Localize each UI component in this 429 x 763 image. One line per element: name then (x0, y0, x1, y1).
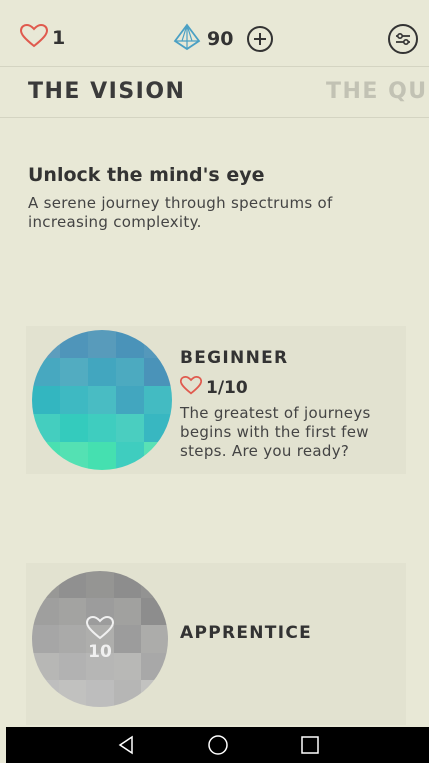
level-score: 1/10 (179, 375, 248, 399)
settings-icon (396, 33, 410, 46)
unlock-cost-value: 10 (88, 642, 112, 662)
orb-cell (113, 679, 141, 707)
gem-icon (173, 23, 201, 55)
home-button[interactable] (202, 729, 234, 761)
orb-cell (59, 571, 87, 599)
orb-cell (88, 330, 116, 358)
orb-cell (60, 330, 88, 358)
gems-counter[interactable]: 90 (173, 23, 274, 55)
orb-cell (88, 414, 116, 442)
top-bar: 1 90 (0, 12, 429, 67)
lives-count: 1 (52, 27, 66, 49)
orb-cell (59, 598, 87, 626)
heart-icon (19, 23, 49, 52)
orb-cell (116, 414, 144, 442)
orb-cell (88, 442, 116, 470)
orb-cell (86, 571, 114, 599)
orb-cell (86, 652, 114, 680)
heart-icon (179, 375, 203, 399)
recents-icon (300, 736, 319, 754)
orb-cell (32, 386, 60, 414)
orb-cell (32, 358, 60, 386)
orb-cell (88, 358, 116, 386)
orb-cell (32, 598, 60, 626)
level-description: The greatest of journeys begins with the… (180, 404, 371, 460)
home-icon (207, 735, 228, 755)
orb-cell (116, 442, 144, 470)
orb-cell (116, 330, 144, 358)
intro-section: Unlock the mind's eye A serene journey t… (28, 164, 408, 232)
orb-cell (86, 679, 114, 707)
level-score-value: 1/10 (206, 377, 248, 398)
orb-cell (60, 358, 88, 386)
orb-cell (32, 679, 60, 707)
orb-cell (113, 625, 141, 653)
level-card-beginner[interactable]: BEGINNER 1/10 The greatest of journeys b… (26, 326, 406, 474)
orb-cell (113, 652, 141, 680)
level-card-apprentice[interactable]: 10 APPRENTICE (26, 563, 406, 725)
orb-cell (32, 652, 60, 680)
level-name-apprentice: APPRENTICE (180, 623, 313, 643)
back-icon (118, 735, 133, 755)
orb-cell (59, 679, 87, 707)
intro-title: Unlock the mind's eye (28, 164, 265, 186)
orb-cell (32, 442, 60, 470)
orb-cell (140, 679, 168, 707)
add-gems-button[interactable] (247, 26, 274, 52)
orb-cell (60, 386, 88, 414)
level-name-beginner: BEGINNER (180, 348, 289, 368)
tab-the-quest[interactable]: THE QUE (326, 79, 429, 104)
orb-cell (140, 652, 168, 680)
orb-cell (144, 386, 172, 414)
recents-button[interactable] (294, 729, 326, 761)
tab-bar: THE VISION THE QUE (0, 67, 429, 118)
heart-icon (86, 616, 114, 640)
orb-cell (88, 386, 116, 414)
orb-cell (116, 386, 144, 414)
orb-cell (32, 414, 60, 442)
plus-icon (254, 33, 267, 45)
orb-cell (116, 358, 144, 386)
system-nav-bar (6, 727, 429, 763)
beginner-orb[interactable] (32, 330, 172, 470)
orb-cell (113, 598, 141, 626)
orb-cell (32, 571, 60, 599)
settings-button[interactable] (388, 24, 418, 54)
orb-cell (60, 442, 88, 470)
orb-cell (140, 571, 168, 599)
orb-cell (140, 625, 168, 653)
intro-text: A serene journey through spectrums of in… (28, 194, 333, 231)
orb-cell (32, 330, 60, 358)
tab-the-vision[interactable]: THE VISION (28, 79, 186, 104)
orb-cell (144, 414, 172, 442)
gems-count: 90 (207, 28, 234, 50)
unlock-cost: 10 (32, 571, 168, 707)
orb-cell (144, 330, 172, 358)
orb-cell (144, 442, 172, 470)
back-button[interactable] (110, 729, 142, 761)
orb-cell (144, 358, 172, 386)
orb-cell (32, 625, 60, 653)
orb-cell (59, 625, 87, 653)
orb-cell (60, 414, 88, 442)
orb-cell (59, 652, 87, 680)
lives-counter[interactable]: 1 (19, 23, 66, 52)
